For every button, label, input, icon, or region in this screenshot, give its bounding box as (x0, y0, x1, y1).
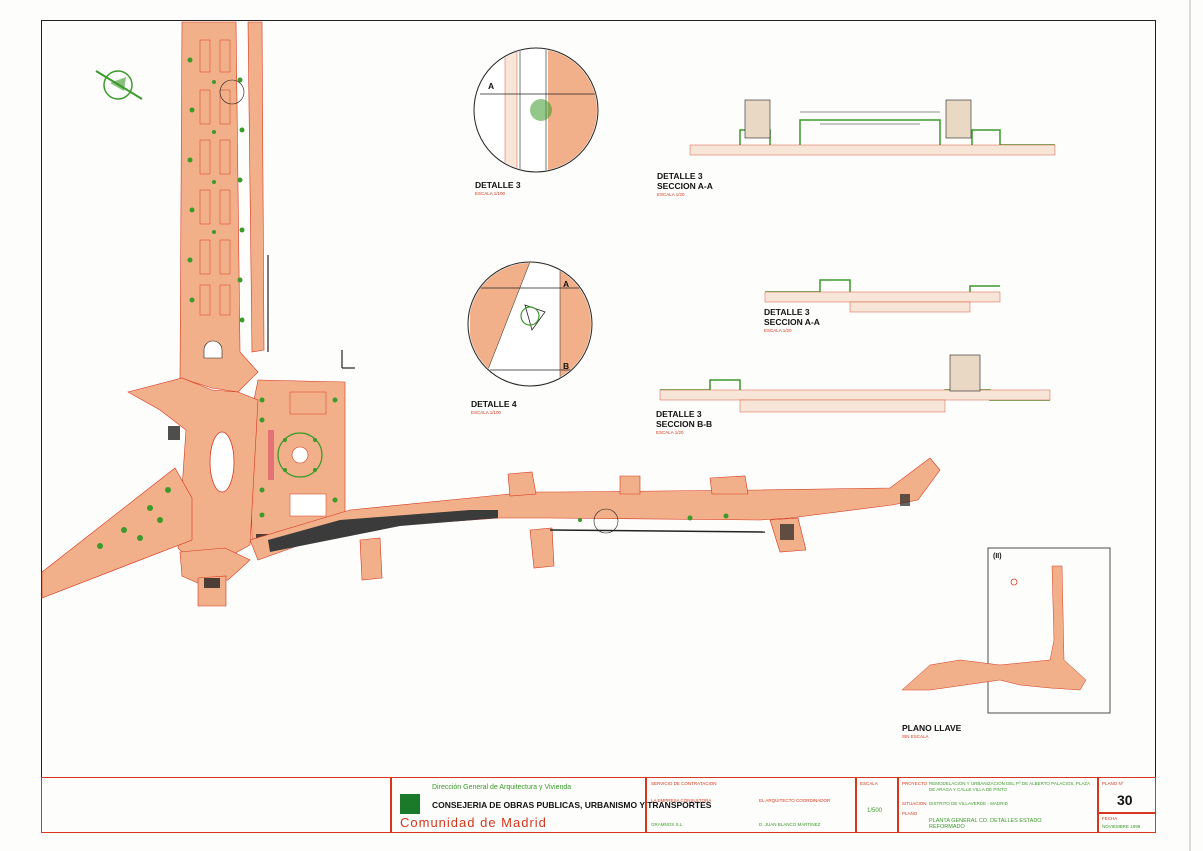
company-name: GRAMNOS S.L. (651, 822, 684, 827)
section-aa-mid (764, 279, 1001, 313)
title-block: Dirección General de Arquitectura y Vivi… (41, 777, 1156, 833)
boulevard-plan (179, 21, 269, 393)
plaza-plan (249, 350, 355, 541)
callout-a-d4: A (563, 279, 570, 289)
section-aa-top-scale: ESCALA 1/20 (657, 192, 685, 197)
project-cell: PROYECTO REMODELACION Y URBANIZACION DEL… (898, 777, 1098, 833)
section-aa-top (689, 99, 1056, 156)
key-plan-tag: (II) (993, 553, 1002, 560)
architect-name: D. JUAN BLANCO MARTINEZ (759, 822, 821, 827)
key-plan-scale: SIN ESCALA (902, 734, 929, 739)
org-line1: Dirección General de Arquitectura y Vivi… (432, 784, 572, 791)
section-bb-scale: ESCALA 1/20 (656, 430, 684, 435)
plan-number-cell: PLANO Nº 30 (1098, 777, 1156, 813)
plan-label: PLANO (902, 811, 918, 816)
detail-4-plan-scale: ESCALA 1/100 (471, 410, 502, 415)
roundabout-streets (41, 377, 268, 607)
main-avenue (249, 457, 941, 581)
section-bb (659, 354, 1051, 413)
callout-a-top: A (488, 81, 495, 91)
detail-4-plan (467, 261, 593, 387)
key-plan-title: PLANO LLAVE (902, 723, 962, 733)
situation-value: DISTRITO DE VILLAVERDE - MADRID (929, 801, 1008, 806)
callout-b-d4: B (563, 361, 570, 371)
detail-3-plan (473, 47, 599, 173)
service-label: SERVICIO DE CONTRATACION (651, 781, 717, 786)
plan-number: 30 (1117, 792, 1133, 808)
architect-label: EL ARQUITECTO COORDINADOR (759, 798, 831, 803)
madrid-logo-icon (400, 794, 420, 814)
org-line2: CONSEJERIA DE OBRAS PUBLICAS, URBANISMO … (432, 800, 712, 810)
date-cell: FECHA NOVIEMBRE 1999 (1098, 813, 1156, 833)
date-value: NOVIEMBRE 1999 (1102, 824, 1141, 829)
org-cell: Dirección General de Arquitectura y Vivi… (391, 777, 711, 833)
scale-value: 1/500 (867, 808, 883, 814)
date-label: FECHA (1102, 816, 1118, 821)
situation-label: SITUACION (902, 801, 927, 806)
detail-3-plan-title: DETALLE 3 (475, 180, 521, 190)
project-value: REMODELACION Y URBANIZACION DEL Pº DE AL… (929, 781, 1090, 792)
key-plan (901, 547, 1111, 714)
section-bb-title1: DETALLE 3 (656, 409, 702, 419)
plan-number-label: PLANO Nº (1102, 781, 1124, 786)
title-block-blank (41, 777, 391, 833)
section-aa-mid-title1: DETALLE 3 (764, 307, 810, 317)
section-aa-top-title1: DETALLE 3 (657, 171, 703, 181)
scale-label: ESCALA (860, 781, 878, 786)
north-arrow-icon (95, 70, 143, 100)
detail-4-plan-title: DETALLE 4 (471, 399, 517, 409)
section-aa-mid-title2: SECCION A-A (764, 317, 820, 327)
company-label: LA EMPRESA CONSULTORA (651, 798, 712, 803)
project-label: PROYECTO (902, 781, 928, 786)
detail-3-plan-scale: ESCALA 1/100 (475, 191, 506, 196)
org-line3: Comunidad de Madrid (400, 815, 547, 830)
section-aa-top-title2: SECCION A-A (657, 181, 713, 191)
service-cell: SERVICIO DE CONTRATACION LA EMPRESA CONS… (646, 777, 856, 833)
plan-value: PLANTA GENERAL CO. DETALLES ESTADO REFOR… (929, 818, 1042, 830)
section-bb-title2: SECCION B-B (656, 419, 713, 429)
section-aa-mid-scale: ESCALA 1/20 (764, 328, 792, 333)
scale-cell: ESCALA 1/500 (856, 777, 898, 833)
